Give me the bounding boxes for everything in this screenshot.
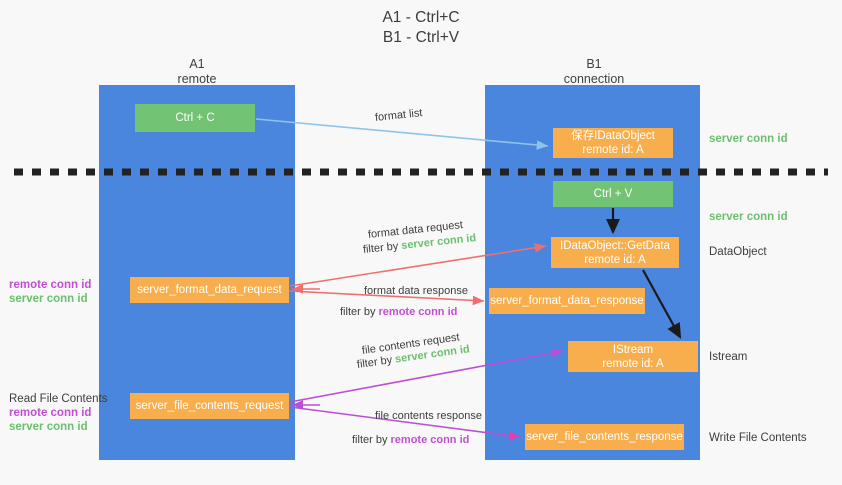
node-server-file-contents-request-label: server_file_contents_request [135,400,284,412]
node-server-file-contents-response[interactable]: server_file_contents_response [525,424,684,450]
node-ctrl-c-label: Ctrl + C [175,112,215,124]
node-idataobject-getdata-sublabel: remote id: A [584,253,646,266]
node-ctrl-v[interactable]: Ctrl + V [553,181,673,207]
node-save-idataobject-label: 保存IDataObject [571,130,655,142]
node-ctrl-c[interactable]: Ctrl + C [135,104,255,132]
node-server-format-data-response-label: server_format_data_response [490,295,644,307]
node-ctrl-v-label: Ctrl + V [593,188,633,200]
arrow-format-data-response [288,290,485,306]
node-idataobject-getdata[interactable]: IDataObject::GetData remote id: A [551,237,679,268]
node-istream-sublabel: remote id: A [602,357,664,370]
arrow-file-contents-response [289,406,521,441]
node-istream[interactable]: IStream remote id: A [568,341,698,372]
node-server-format-data-request-label: server_format_data_request [137,284,282,296]
arrow-format-list [255,118,549,150]
arrow-file-contents-request [289,348,564,403]
node-idataobject-getdata-label: IDataObject::GetData [560,239,670,252]
node-server-format-data-response[interactable]: server_format_data_response [489,288,645,314]
node-save-idataobject-sublabel: remote id: A [582,144,644,156]
node-server-file-contents-response-label: server_file_contents_response [526,431,683,443]
node-save-idataobject[interactable]: 保存IDataObject remote id: A [553,128,673,158]
arrow-getdata-to-istream [642,269,682,339]
arrow-format-data-request [289,242,547,287]
node-server-file-contents-request[interactable]: server_file_contents_request [130,393,289,419]
node-server-format-data-request[interactable]: server_format_data_request [130,277,289,303]
node-istream-label: IStream [612,343,654,356]
